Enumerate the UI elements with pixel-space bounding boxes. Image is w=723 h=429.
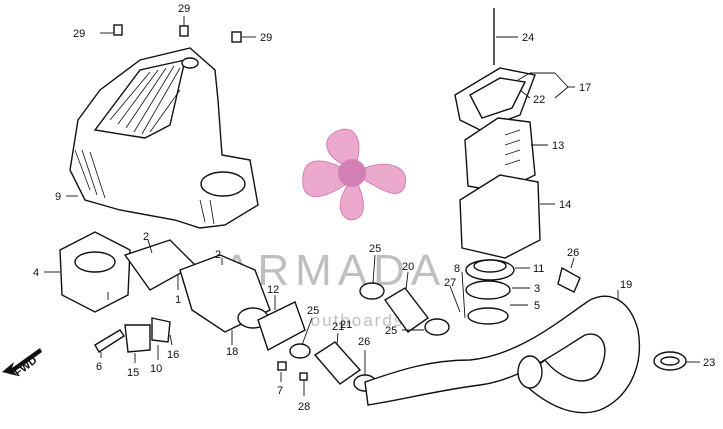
callout-28: 28 (298, 401, 310, 413)
carb-adapter-4 (44, 231, 131, 313)
callout-11: 11 (533, 263, 544, 275)
callout-22: 22 (533, 94, 545, 106)
small-parts-15-10-16 (124, 317, 173, 363)
callout-18: 18 (226, 346, 238, 358)
clamp-25-upper (359, 254, 385, 300)
bolt-29-top (179, 16, 189, 37)
gasket-12 (257, 295, 306, 352)
callout-25: 25 (369, 243, 381, 255)
clamp-25-mid (289, 317, 313, 359)
callout-15: 15 (127, 367, 139, 379)
rubber-joint-11 (465, 259, 530, 281)
callout-7: 7 (277, 385, 283, 397)
clip-6 (94, 329, 125, 358)
callout-3: 3 (534, 283, 540, 295)
callout-4: 4 (33, 267, 39, 279)
callout-9: 9 (55, 191, 61, 203)
air-cleaner-case (69, 47, 259, 229)
callout-12: 12 (267, 284, 279, 296)
callout-29: 29 (73, 28, 85, 40)
callout-21: 21 (332, 321, 344, 333)
callout-26: 26 (567, 247, 579, 259)
fwd-label: FWD (12, 354, 39, 379)
callout-23: 23 (703, 357, 715, 369)
callout-24: 24 (522, 32, 534, 44)
connecting-tube-20 (383, 271, 430, 333)
callout-2: 2 (143, 231, 149, 243)
callout-labels: 29 29 29 24 17 22 13 14 9 4 2 2 1 12 18 … (12, 3, 715, 413)
callout-6: 6 (96, 361, 102, 373)
air-filter-cover (454, 67, 536, 131)
callout-25: 25 (307, 305, 319, 317)
callout-20: 20 (402, 261, 414, 273)
connecting-tube-21 (313, 332, 362, 385)
callout-5: 5 (534, 300, 540, 312)
bolt-29-left (100, 24, 123, 36)
callout-29: 29 (178, 3, 190, 15)
intake-hose-19 (364, 290, 640, 414)
spacer-3 (465, 280, 530, 300)
ring-5 (467, 304, 528, 325)
callout-1: 1 (175, 294, 181, 306)
watermark-propeller-logo (302, 128, 407, 221)
fwd-arrow (2, 348, 42, 376)
callout-19: 19 (620, 279, 632, 291)
grommet-23 (653, 351, 700, 371)
callout-25: 25 (385, 325, 397, 337)
filter-housing-14 (459, 174, 555, 259)
long-bolt-24 (493, 8, 518, 65)
callout-16: 16 (167, 349, 179, 361)
callout-27: 27 (444, 277, 456, 289)
callout-26: 26 (358, 336, 370, 348)
misc-leader-lines (66, 195, 233, 345)
callout-13: 13 (552, 140, 564, 152)
callout-29: 29 (260, 32, 272, 44)
screws-7-28 (277, 361, 308, 396)
callout-2: 2 (215, 249, 221, 261)
callout-14: 14 (559, 199, 571, 211)
callout-17: 17 (579, 82, 591, 94)
leader-lines-17-22 (517, 72, 575, 99)
vent-fitting-26 (557, 257, 581, 293)
pin-8-27 (449, 271, 466, 319)
filter-element-13 (464, 117, 548, 193)
clamp-25-lower (402, 318, 450, 336)
callout-8: 8 (454, 263, 460, 275)
bolt-29-right (231, 31, 256, 43)
callout-21: 21 (340, 319, 352, 331)
callout-10: 10 (150, 363, 162, 375)
